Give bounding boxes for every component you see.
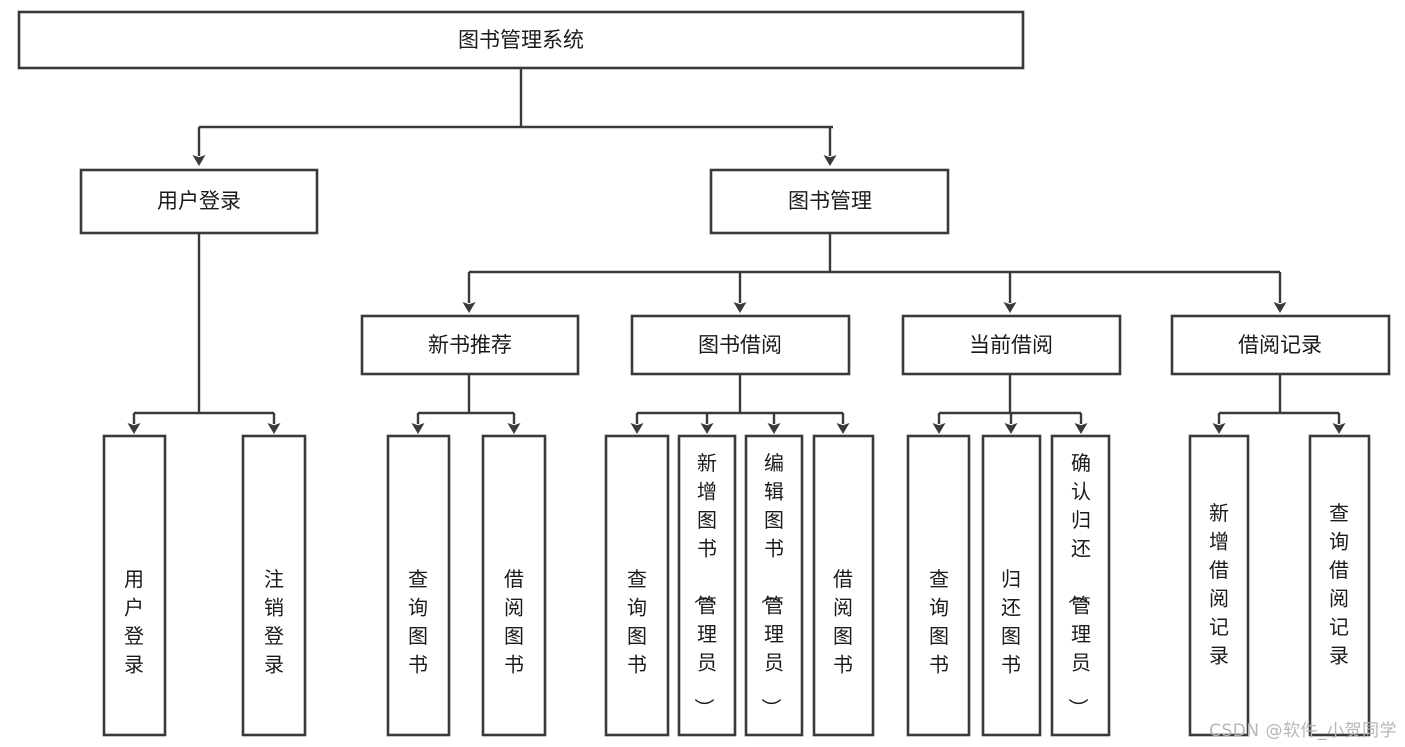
connector-group-book-borrow-to-leaves xyxy=(630,374,850,434)
node-borrow-record[interactable]: 借阅记录 xyxy=(1170,314,1391,376)
node-borrow-record-box[interactable] xyxy=(1170,314,1391,376)
node-user-login[interactable]: 用户登录 xyxy=(79,168,319,235)
node-current-borrow-box[interactable] xyxy=(901,314,1122,376)
node-leaf-borrow-book-1-box[interactable] xyxy=(481,434,547,737)
node-leaf-query-book-3-label: 查询图书 xyxy=(929,567,949,677)
node-new-book-rec[interactable]: 新书推荐 xyxy=(360,314,580,376)
node-leaf-user-login-box[interactable] xyxy=(102,434,167,737)
node-new-book-rec-label: 新书推荐 xyxy=(428,333,512,357)
node-current-borrow-label: 当前借阅 xyxy=(969,333,1053,357)
node-leaf-borrow-book-1[interactable]: 借阅图书 xyxy=(481,434,547,737)
node-leaf-query-book-1-box[interactable] xyxy=(386,434,451,737)
node-leaf-borrow-book-2[interactable]: 借阅图书 xyxy=(812,434,875,737)
node-leaf-return-book-label: 归还图书 xyxy=(1001,567,1021,677)
connector-group-user-login-to-leaves xyxy=(127,233,281,434)
node-leaf-confirm-return-label: 确认归还（管理员） xyxy=(1066,451,1091,718)
node-user-login-box[interactable] xyxy=(79,168,319,235)
node-leaf-query-book-1-label: 查询图书 xyxy=(408,567,428,677)
node-leaf-return-book[interactable]: 归还图书 xyxy=(981,434,1042,737)
node-leaf-add-book-box[interactable] xyxy=(677,434,737,737)
node-leaf-query-record[interactable]: 查询借阅记录 xyxy=(1308,434,1371,737)
node-root-label: 图书管理系统 xyxy=(458,28,584,52)
node-book-manage[interactable]: 图书管理 xyxy=(709,168,950,235)
node-leaf-user-login[interactable]: 用户登录 xyxy=(102,434,167,737)
node-book-borrow[interactable]: 图书借阅 xyxy=(630,314,851,376)
node-leaf-borrow-book-2-box[interactable] xyxy=(812,434,875,737)
node-leaf-add-record[interactable]: 新增借阅记录 xyxy=(1188,434,1250,737)
node-leaf-query-book-3-box[interactable] xyxy=(906,434,971,737)
node-leaf-user-login-label: 用户登录 xyxy=(124,567,144,677)
node-leaf-edit-book-label: 编辑图书（管理员） xyxy=(759,451,784,718)
node-user-login-label: 用户登录 xyxy=(157,189,241,213)
node-borrow-record-label: 借阅记录 xyxy=(1238,333,1322,357)
node-leaf-logout-box[interactable] xyxy=(241,434,307,737)
node-leaf-query-book-2[interactable]: 查询图书 xyxy=(604,434,670,737)
node-leaf-confirm-return[interactable]: 确认归还（管理员） xyxy=(1050,434,1111,737)
node-new-book-rec-box[interactable] xyxy=(360,314,580,376)
csdn-watermark: CSDN @软件_小贺同学 xyxy=(1209,721,1397,741)
node-leaf-query-book-2-label: 查询图书 xyxy=(627,567,647,677)
connector-group-new-book-rec-to-leaves xyxy=(411,374,521,434)
node-book-borrow-box[interactable] xyxy=(630,314,851,376)
node-leaf-query-record-label: 查询借阅记录 xyxy=(1329,501,1349,668)
node-book-manage-label: 图书管理 xyxy=(788,189,872,213)
node-leaf-logout[interactable]: 注销登录 xyxy=(241,434,307,737)
node-leaf-add-record-box[interactable] xyxy=(1188,434,1250,737)
node-leaf-query-book-1[interactable]: 查询图书 xyxy=(386,434,451,737)
node-leaf-edit-book-box[interactable] xyxy=(744,434,804,737)
node-book-manage-box[interactable] xyxy=(709,168,950,235)
node-current-borrow[interactable]: 当前借阅 xyxy=(901,314,1122,376)
node-leaf-logout-label: 注销登录 xyxy=(264,567,284,677)
node-leaf-query-book-3[interactable]: 查询图书 xyxy=(906,434,971,737)
node-leaf-query-book-2-box[interactable] xyxy=(604,434,670,737)
node-leaf-query-record-box[interactable] xyxy=(1308,434,1371,737)
node-leaf-add-book-label: 新增图书（管理员） xyxy=(692,451,717,718)
node-root-box[interactable] xyxy=(17,10,1025,70)
node-leaf-borrow-book-1-label: 借阅图书 xyxy=(504,567,524,677)
connector-group-root-to-level2 xyxy=(192,68,837,166)
node-leaf-add-record-label: 新增借阅记录 xyxy=(1209,501,1229,668)
connector-group-book-manage-to-level3 xyxy=(462,233,1287,313)
node-book-borrow-label: 图书借阅 xyxy=(698,333,782,357)
node-root[interactable]: 图书管理系统 xyxy=(17,10,1025,70)
node-leaf-return-book-box[interactable] xyxy=(981,434,1042,737)
connector-group-borrow-record-to-leaves xyxy=(1212,374,1346,434)
node-leaf-confirm-return-box[interactable] xyxy=(1050,434,1111,737)
node-leaf-add-book[interactable]: 新增图书（管理员） xyxy=(677,434,737,737)
connector-group-current-borrow-to-leaves xyxy=(932,374,1088,434)
node-leaf-edit-book[interactable]: 编辑图书（管理员） xyxy=(744,434,804,737)
node-leaf-borrow-book-2-label: 借阅图书 xyxy=(833,567,853,677)
